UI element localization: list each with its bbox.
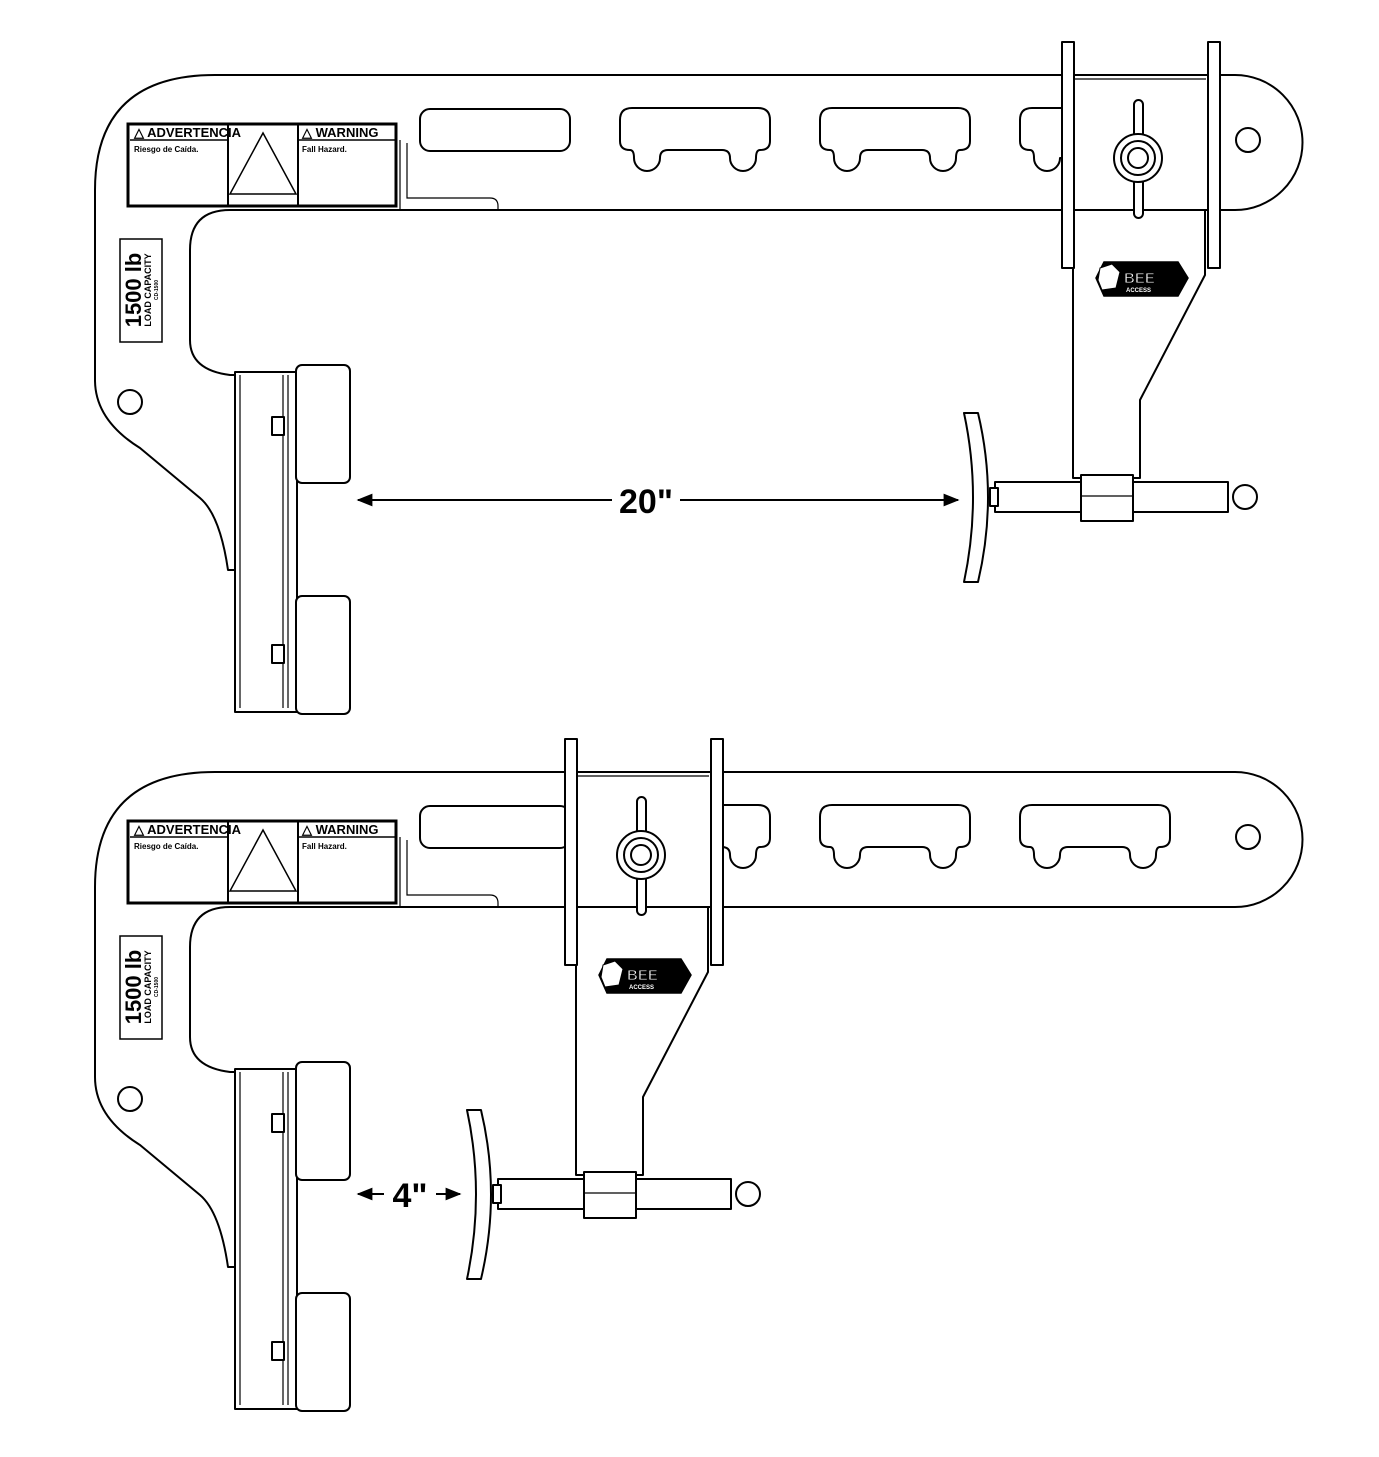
capacity-decal <box>119 935 163 1040</box>
fixed-jaw-pad <box>295 1061 351 1181</box>
swivel-pad <box>466 1109 492 1280</box>
movable-carriage: BEE ACCESS <box>466 738 761 1280</box>
logo-name: BEE <box>627 967 658 984</box>
logo-sub: ACCESS <box>629 985 654 991</box>
bolt-head <box>271 416 285 436</box>
fixed-jaw-pad <box>295 595 351 715</box>
mount-hole-left <box>117 389 143 415</box>
warning-triangle-icon <box>228 828 298 892</box>
bee-access-logo: BEE ACCESS <box>598 958 692 994</box>
dimension-extended: 20" <box>356 483 960 521</box>
carriage-side-plate <box>710 738 724 966</box>
adjust-slot <box>1019 804 1171 869</box>
bolt-head <box>271 1341 285 1361</box>
swivel-pad <box>963 412 989 583</box>
warning-text-en: Fall Hazard. <box>302 842 347 851</box>
capacity-weight: 1500 lb <box>121 253 146 328</box>
mount-hole-left <box>117 1086 143 1112</box>
logo-name: BEE <box>1124 270 1155 287</box>
warning-title-en: △ WARNING <box>301 822 378 837</box>
mount-hole-right <box>1235 127 1261 153</box>
adjust-slot <box>1019 107 1063 172</box>
carriage-arm <box>575 906 709 1176</box>
shaft-collar <box>583 1171 637 1219</box>
warning-text-es: Riesgo de Caída. <box>134 145 198 154</box>
warning-decal <box>126 819 398 905</box>
shaft-end <box>989 487 999 507</box>
capacity-decal <box>119 238 163 343</box>
carriage-side-plate <box>1061 41 1075 269</box>
capacity-code: CD-1500 <box>154 977 160 997</box>
dimension-label: 20" <box>619 483 673 521</box>
adjust-slot <box>419 805 571 849</box>
c-frame-outline <box>94 74 1304 571</box>
warning-text-es: Riesgo de Caída. <box>134 842 198 851</box>
adjust-slot <box>419 108 571 152</box>
capacity-caption: LOAD CAPACITY <box>143 950 153 1023</box>
shaft-end <box>492 1184 502 1204</box>
bracket-edge <box>399 837 499 907</box>
movable-carriage: BEE ACCESS <box>963 41 1258 583</box>
bolt-head <box>271 1113 285 1133</box>
adjust-slot <box>819 804 971 869</box>
shaft-collar <box>1080 474 1134 522</box>
carriage-arm <box>1072 209 1206 479</box>
adjust-slot <box>619 107 771 172</box>
adjust-slot <box>819 107 971 172</box>
warning-title-es: △ ADVERTENCIA <box>133 822 242 837</box>
fixed-jaw-pad <box>295 364 351 484</box>
fixed-jaw-plate <box>234 1068 298 1410</box>
fixed-jaw-plate <box>234 371 298 713</box>
dimension-retracted: 4" <box>356 1177 462 1215</box>
warning-text-en: Fall Hazard. <box>302 145 347 154</box>
bee-access-logo: BEE ACCESS <box>1095 261 1189 297</box>
capacity-caption: LOAD CAPACITY <box>143 253 153 326</box>
dimension-label: 4" <box>392 1177 427 1215</box>
logo-sub: ACCESS <box>1126 288 1151 294</box>
warning-decal <box>126 122 398 208</box>
capacity-weight: 1500 lb <box>121 950 146 1025</box>
bracket-edge <box>399 140 499 210</box>
fixed-jaw-pad <box>295 1292 351 1412</box>
warning-title-en: △ WARNING <box>301 125 378 140</box>
warning-title-es: △ ADVERTENCIA <box>133 125 242 140</box>
bolt-head <box>271 644 285 664</box>
carriage-side-plate <box>564 738 578 966</box>
handle-knob <box>735 1181 761 1207</box>
handle-knob <box>1232 484 1258 510</box>
warning-triangle-icon <box>228 131 298 195</box>
capacity-code: CD-1500 <box>154 280 160 300</box>
c-frame-outline <box>94 771 1304 1268</box>
carriage-side-plate <box>1207 41 1221 269</box>
mount-hole-right <box>1235 824 1261 850</box>
